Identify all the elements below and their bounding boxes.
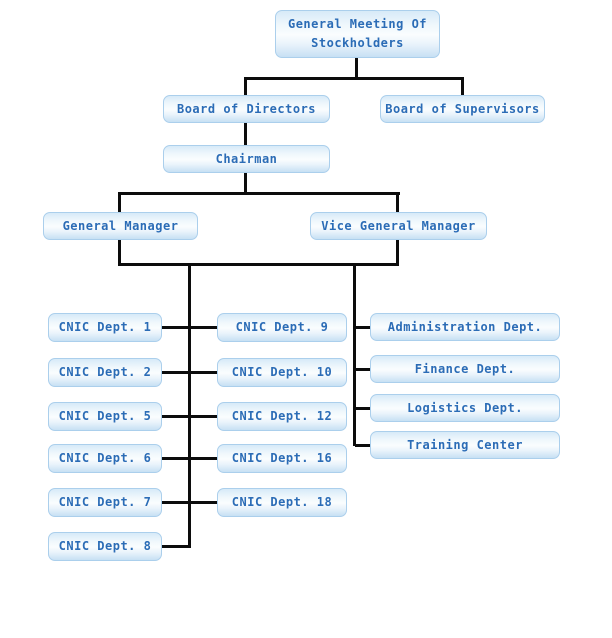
edge-vice-general-manager-down — [396, 240, 399, 263]
node-cnic-dept-1: CNIC Dept. 1 — [48, 313, 162, 342]
edge-to-supervisors — [461, 80, 464, 95]
node-cnic-dept-16: CNIC Dept. 16 — [217, 444, 347, 473]
node-logistics-dept: Logistics Dept. — [370, 394, 560, 422]
node-cnic-dept-10: CNIC Dept. 10 — [217, 358, 347, 387]
node-finance-dept: Finance Dept. — [370, 355, 560, 383]
edge-row-dept8 — [162, 545, 191, 548]
edge-row-dept1-dept9 — [162, 326, 217, 329]
node-cnic-dept-9: CNIC Dept. 9 — [217, 313, 347, 342]
trunk-functional-departments — [353, 266, 356, 446]
node-administration-dept: Administration Dept. — [370, 313, 560, 341]
edge-row-dept6-dept16 — [162, 457, 217, 460]
node-vice-general-manager: Vice General Manager — [310, 212, 487, 240]
node-chairman: Chairman — [163, 145, 330, 173]
edge-stub-logistics — [355, 407, 370, 410]
node-cnic-dept-2: CNIC Dept. 2 — [48, 358, 162, 387]
edge-stub-administration — [355, 326, 370, 329]
edge-general-manager-down — [118, 240, 121, 263]
edge-row-dept5-dept12 — [162, 415, 217, 418]
node-cnic-dept-6: CNIC Dept. 6 — [48, 444, 162, 473]
edge-stub-finance — [355, 368, 370, 371]
node-board-of-directors: Board of Directors — [163, 95, 330, 123]
node-cnic-dept-7: CNIC Dept. 7 — [48, 488, 162, 517]
edge-stockholders-down — [355, 58, 358, 77]
edge-row-dept2-dept10 — [162, 371, 217, 374]
node-cnic-dept-8: CNIC Dept. 8 — [48, 532, 162, 561]
node-training-center: Training Center — [370, 431, 560, 459]
trunk-cnic-departments — [188, 266, 191, 548]
edge-level2-split — [244, 77, 464, 80]
edge-chairman-down — [244, 173, 247, 192]
edge-managers-split — [118, 192, 400, 195]
edge-departments-bus — [118, 263, 399, 266]
edge-to-vice-general-manager — [396, 195, 399, 212]
node-general-meeting-of-stockholders: General Meeting Of Stockholders — [275, 10, 440, 58]
edge-directors-chairman — [244, 123, 247, 145]
node-cnic-dept-5: CNIC Dept. 5 — [48, 402, 162, 431]
edge-to-directors — [244, 80, 247, 95]
edge-row-dept7-dept18 — [162, 501, 217, 504]
edge-to-general-manager — [118, 195, 121, 212]
edge-stub-training — [355, 444, 370, 447]
node-cnic-dept-12: CNIC Dept. 12 — [217, 402, 347, 431]
node-board-of-supervisors: Board of Supervisors — [380, 95, 545, 123]
node-cnic-dept-18: CNIC Dept. 18 — [217, 488, 347, 517]
node-general-manager: General Manager — [43, 212, 198, 240]
